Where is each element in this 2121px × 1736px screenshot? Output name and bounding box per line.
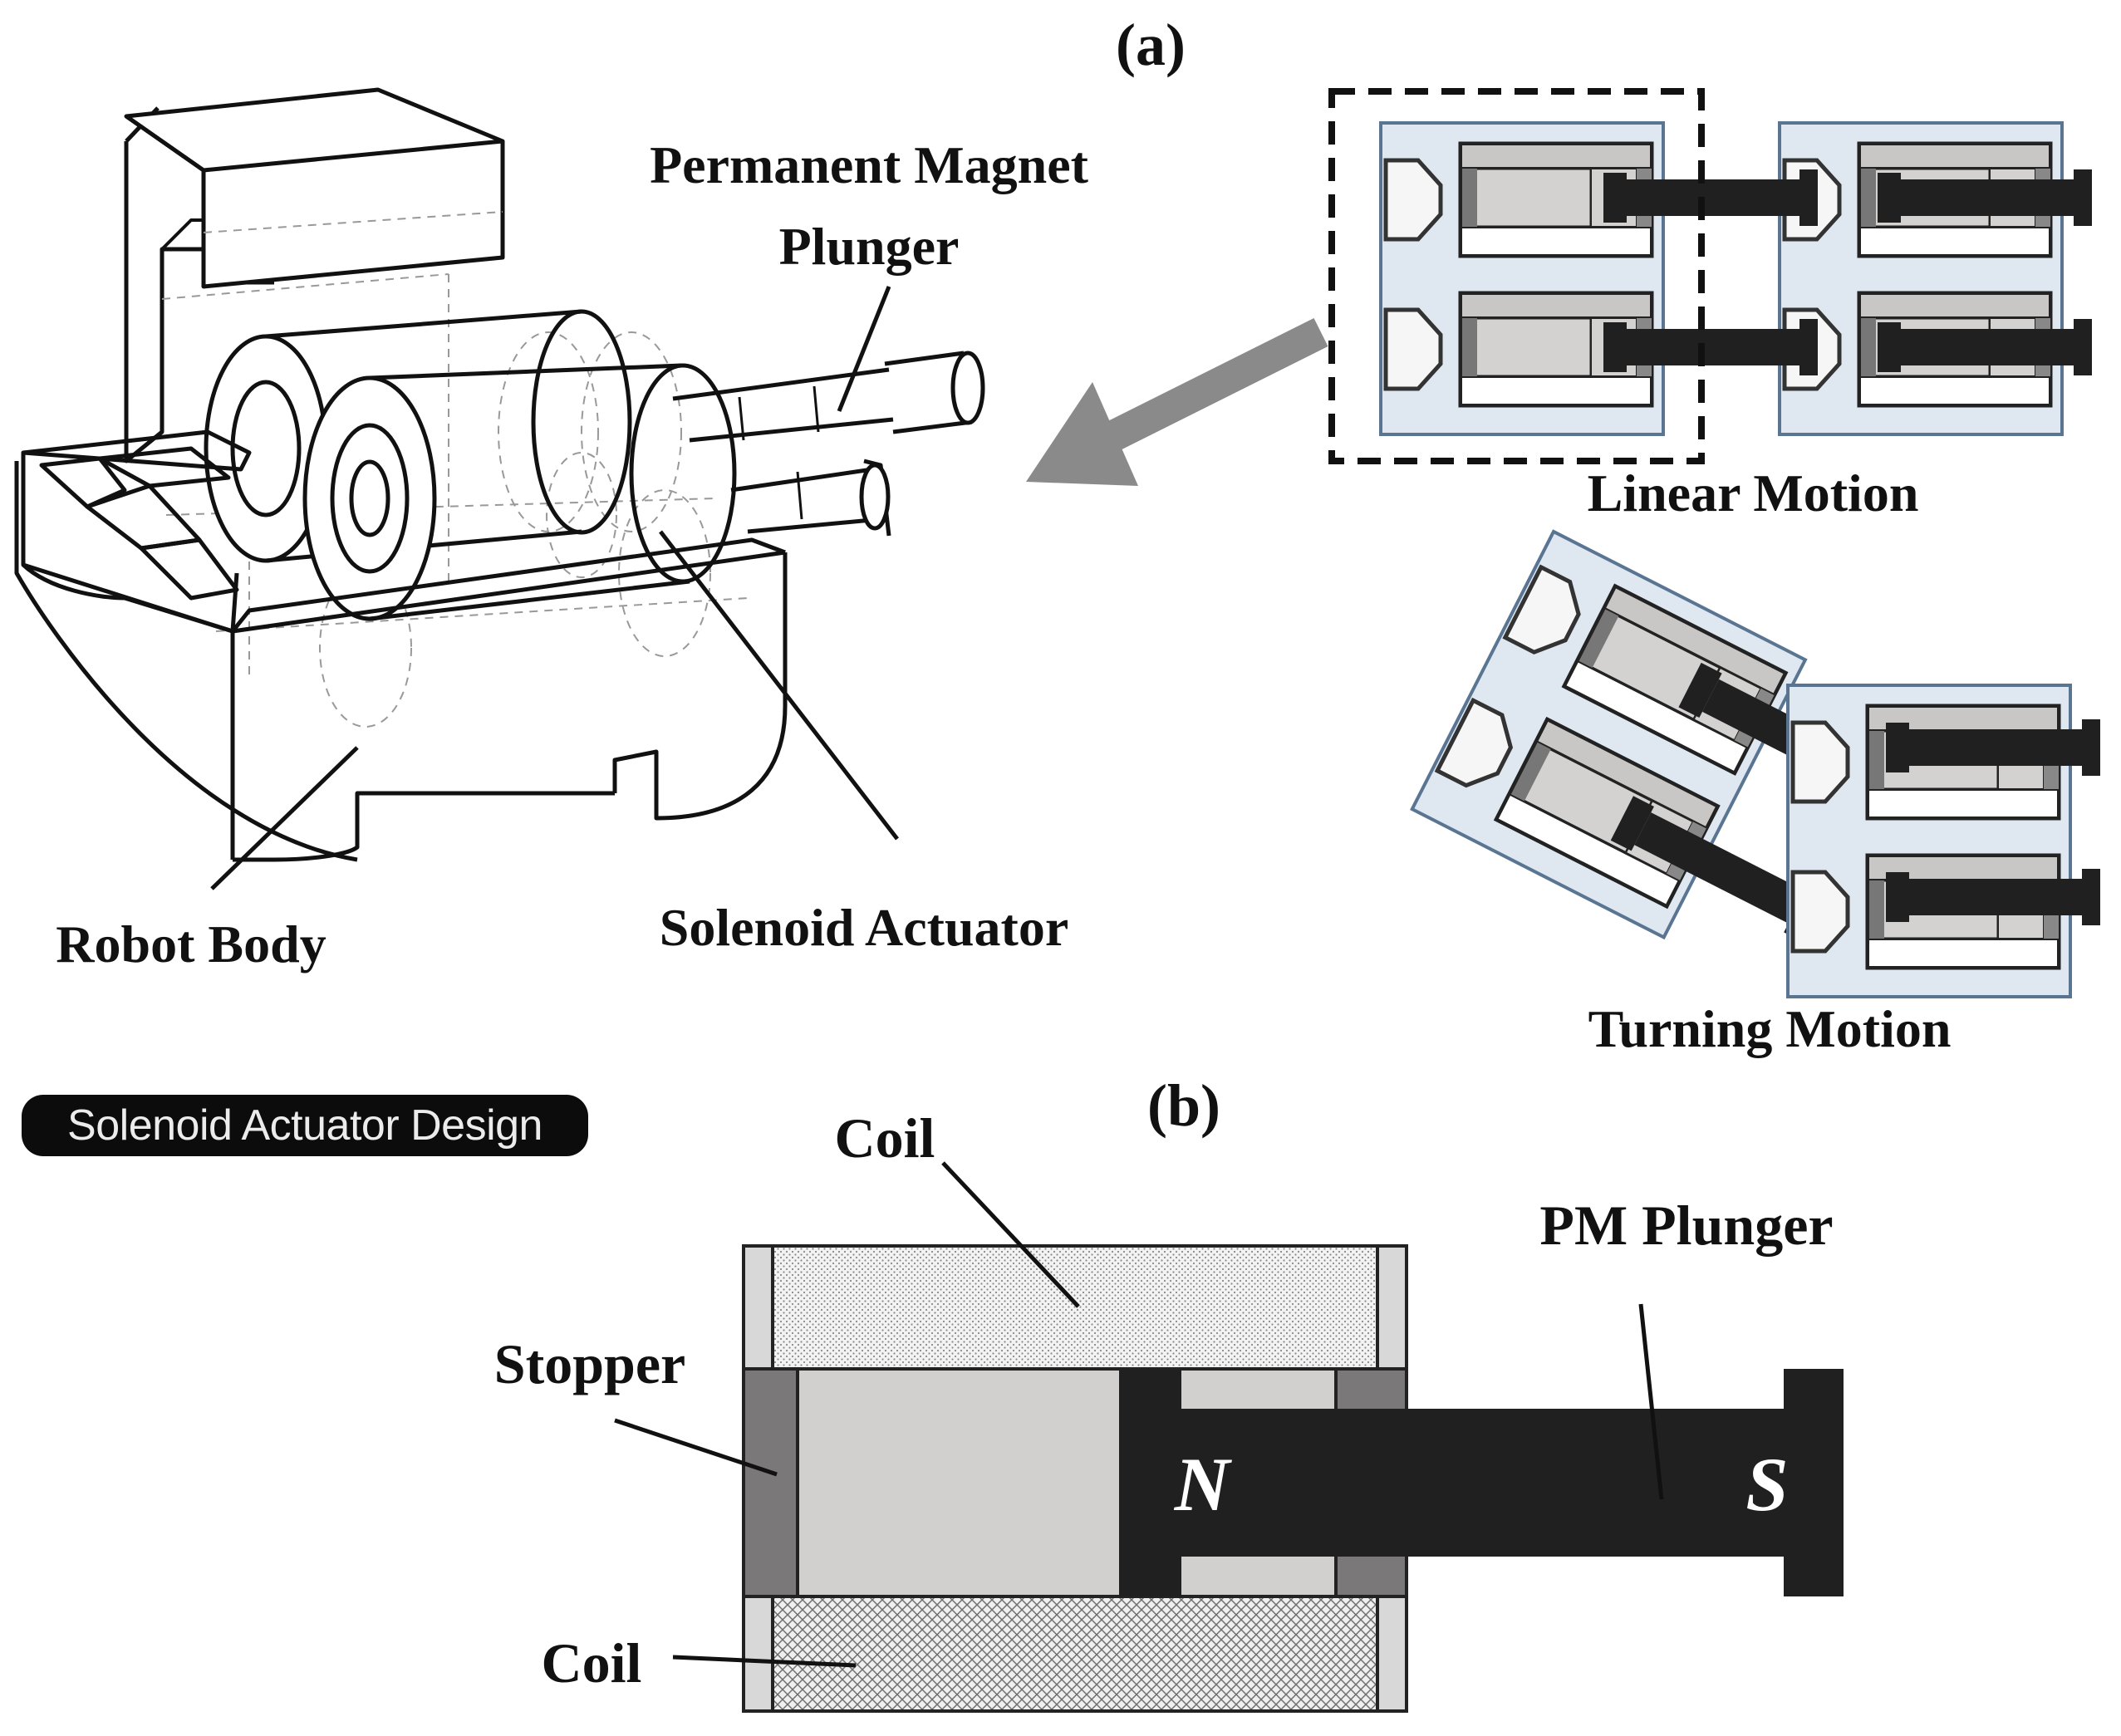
pm-plunger-label-line2: Plunger xyxy=(779,217,960,276)
turning-motion-diagram xyxy=(1412,532,2100,997)
pm-plunger-leader xyxy=(837,286,891,412)
robot-body-label: Robot Body xyxy=(56,915,326,973)
south-pole-label: S xyxy=(1745,1442,1788,1527)
solenoid-actuator-label: Solenoid Actuator xyxy=(660,898,1068,957)
north-pole-label: N xyxy=(1174,1442,1233,1527)
direction-arrow xyxy=(1026,318,1328,486)
pm-plunger-label-line1: Permanent Magnet xyxy=(650,135,1089,194)
coil-bottom-leader xyxy=(672,1655,857,1668)
panel-b-label: (b) xyxy=(1147,1072,1220,1139)
linear-motion-diagram xyxy=(1328,88,2092,464)
solenoid-leader xyxy=(659,530,899,841)
robot-3d-illustration xyxy=(14,87,985,862)
coil-top-label: Coil xyxy=(835,1106,935,1170)
caption-badge: Solenoid Actuator Design xyxy=(22,1095,588,1156)
turning-motion-label: Turning Motion xyxy=(1588,999,1952,1058)
panel-a-label: (a) xyxy=(1116,12,1186,78)
coil-top-leader xyxy=(941,1161,1080,1308)
stopper-label: Stopper xyxy=(494,1332,685,1395)
coil-bottom-label: Coil xyxy=(542,1631,642,1694)
stopper-leader xyxy=(614,1418,778,1477)
robot-body-leader xyxy=(210,746,359,890)
pm-plunger-b-label: PM Plunger xyxy=(1539,1194,1833,1257)
linear-motion-label: Linear Motion xyxy=(1588,463,1919,522)
solenoid-cross-section xyxy=(742,1244,1844,1713)
pm-plunger-b-leader xyxy=(1638,1303,1664,1500)
